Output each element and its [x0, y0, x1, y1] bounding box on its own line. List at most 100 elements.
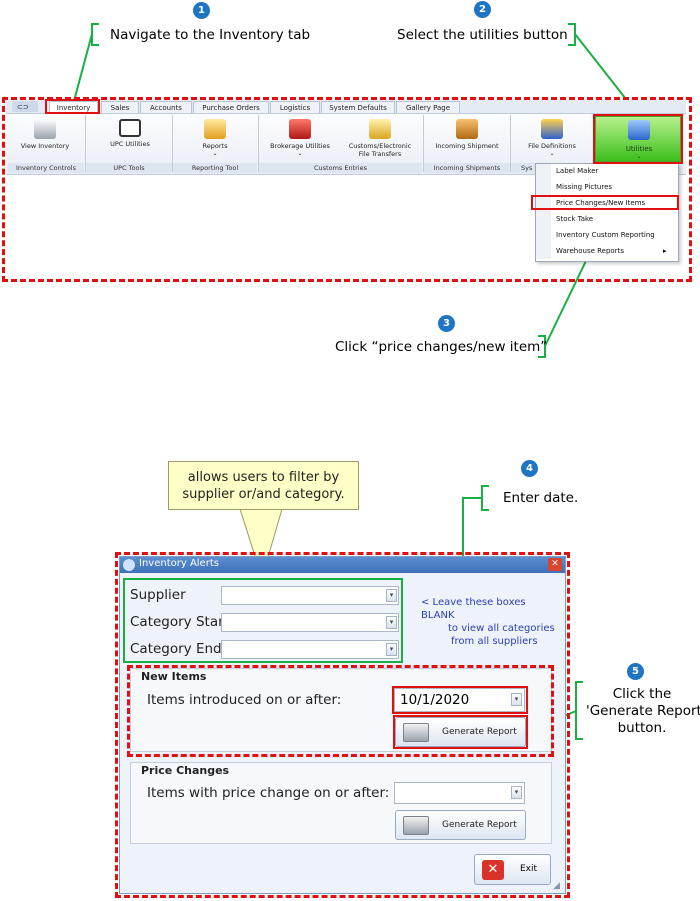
- close-icon: ✕: [482, 860, 504, 880]
- step-5-line-1: Click the: [612, 686, 672, 702]
- new-items-date-value: 10/1/2020: [400, 692, 470, 708]
- app-menu-button[interactable]: ⊂⊃: [12, 101, 38, 112]
- step-4-badge: 4: [521, 460, 538, 477]
- step-5-badge: 5: [627, 663, 644, 680]
- reports-button[interactable]: Reports ⌄: [177, 116, 253, 162]
- generate-report-label: Generate Report: [442, 820, 517, 830]
- customs-transfer-icon: [369, 119, 391, 139]
- ribbon-divider: [423, 115, 424, 172]
- note-line-3: from all suppliers: [451, 636, 538, 647]
- tab-accounts[interactable]: Accounts: [140, 101, 192, 114]
- step-5-line-3: button.: [617, 720, 667, 736]
- step-4-text: Enter date.: [503, 490, 579, 506]
- filter-fields-highlight: [123, 578, 403, 663]
- chart-folder-icon: [541, 119, 563, 139]
- group-upc-tools: UPC Tools: [86, 163, 172, 173]
- utilities-button[interactable]: Utilities ⌄: [595, 116, 681, 162]
- ribbon-divider: [85, 115, 86, 172]
- menu-item-label-maker[interactable]: Label Maker: [556, 167, 599, 175]
- ribbon-highlight-frame: [2, 97, 692, 282]
- calendar-dropdown-icon[interactable]: ▾: [511, 786, 522, 799]
- new-items-highlight-frame: [127, 665, 554, 757]
- chevron-down-icon[interactable]: ▾: [386, 643, 397, 656]
- dialog-titlebar[interactable]: [120, 557, 565, 573]
- customs-file-transfers-button[interactable]: Customs/Electronic File Transfers: [342, 116, 418, 162]
- menu-item-price-changes-new-items[interactable]: Price Changes/New Items: [556, 199, 646, 207]
- close-icon[interactable]: ✕: [548, 558, 562, 571]
- upc-utilities-button[interactable]: UPC Utilities: [92, 116, 168, 162]
- price-changes-date-input[interactable]: [394, 782, 525, 804]
- chevron-down-icon: ⌄: [549, 150, 555, 157]
- note-line-2: to view all categories: [448, 623, 555, 634]
- tab-sales[interactable]: Sales: [101, 101, 139, 114]
- step-2-badge: 2: [474, 1, 491, 18]
- tab-inventory[interactable]: Inventory: [49, 101, 98, 114]
- menu-gutter: [536, 164, 551, 259]
- price-changes-label: Items with price change on or after:: [147, 785, 390, 801]
- tools-icon: [628, 120, 650, 140]
- new-items-title: New Items: [141, 670, 207, 683]
- window-icon: [123, 559, 135, 571]
- new-items-label: Items introduced on or after:: [147, 692, 342, 708]
- barcode-icon: [119, 119, 141, 137]
- ribbon-divider: [510, 115, 511, 172]
- ribbon-divider: [172, 115, 173, 172]
- category-start-dropdown[interactable]: [221, 613, 399, 632]
- supplier-dropdown[interactable]: [221, 586, 399, 605]
- category-end-dropdown[interactable]: [221, 640, 399, 659]
- view-inventory-label: View Inventory: [20, 142, 70, 150]
- incoming-shipment-button[interactable]: Incoming Shipment: [428, 116, 506, 162]
- chevron-down-icon[interactable]: ▾: [386, 616, 397, 629]
- exit-label: Exit: [520, 864, 538, 874]
- menu-item-inventory-custom-reporting[interactable]: Inventory Custom Reporting: [556, 231, 655, 239]
- tab-purchase-orders[interactable]: Purchase Orders: [193, 101, 269, 114]
- reports-icon: [204, 119, 226, 139]
- price-changes-title: Price Changes: [141, 764, 230, 777]
- file-definitions-button[interactable]: File Definitions ⌄: [514, 116, 590, 162]
- step-1-badge: 1: [193, 2, 210, 19]
- group-reporting-tool: Reporting Tool: [173, 163, 257, 173]
- incoming-shipment-label: Incoming Shipment: [435, 142, 499, 150]
- chevron-down-icon: ⌄: [297, 150, 303, 157]
- calendar-dropdown-icon[interactable]: ▾: [511, 693, 522, 706]
- new-items-generate-report-button[interactable]: Generate Report: [395, 717, 526, 747]
- file-definitions-label: File Definitions: [528, 142, 576, 150]
- container-icon: [289, 119, 311, 139]
- inventory-tab-highlight: [45, 99, 100, 114]
- group-incoming-shipments: Incoming Shipments: [424, 163, 510, 173]
- file-transfers-label: File Transfers: [358, 150, 402, 158]
- printer-icon: [403, 816, 429, 835]
- price-changes-generate-report-button[interactable]: Generate Report: [395, 810, 526, 840]
- printer-icon: [403, 723, 429, 742]
- generate-report-highlight: [393, 715, 528, 749]
- group-system: Sys: [511, 163, 535, 173]
- tooltip-line-2: supplier or/and category.: [182, 487, 345, 502]
- utilities-menu: [535, 163, 679, 262]
- chevron-down-icon[interactable]: ▾: [386, 589, 397, 602]
- resize-grip-icon[interactable]: ◢: [553, 881, 560, 891]
- dialog-title: Inventory Alerts: [139, 558, 219, 569]
- ribbon-divider: [258, 115, 259, 172]
- tab-gallery-page[interactable]: Gallery Page: [396, 101, 460, 114]
- step-5-text: Click the 'Generate Report' button.: [586, 686, 700, 737]
- tab-logistics[interactable]: Logistics: [270, 101, 320, 114]
- menu-item-missing-pictures[interactable]: Missing Pictures: [556, 183, 613, 191]
- utilities-highlight: [593, 114, 683, 164]
- generate-report-label: Generate Report: [442, 727, 517, 737]
- tooltip-line-1: allows users to filter by: [187, 470, 340, 485]
- chevron-down-icon: ⌄: [212, 150, 218, 157]
- binoculars-icon: [34, 119, 56, 139]
- brokerage-utilities-button[interactable]: Brokerage Utilities ⌄: [263, 116, 337, 162]
- menu-item-warehouse-reports[interactable]: Warehouse Reports: [556, 247, 624, 255]
- tab-system-defaults[interactable]: System Defaults: [321, 101, 395, 114]
- exit-button[interactable]: ✕ Exit: [474, 854, 551, 885]
- step-3-text: Click “price changes/new item”: [335, 339, 548, 355]
- view-inventory-button[interactable]: View Inventory: [10, 116, 80, 162]
- upc-utilities-label: UPC Utilities: [110, 140, 150, 148]
- menu-item-stock-take[interactable]: Stock Take: [556, 215, 594, 223]
- new-items-date-input[interactable]: 10/1/2020: [394, 688, 525, 712]
- date-input-highlight: [392, 686, 528, 714]
- filter-tooltip: allows users to filter by supplier or/an…: [168, 461, 359, 510]
- group-inventory-controls: Inventory Controls: [8, 163, 84, 173]
- chevron-down-icon: ⌄: [636, 153, 642, 160]
